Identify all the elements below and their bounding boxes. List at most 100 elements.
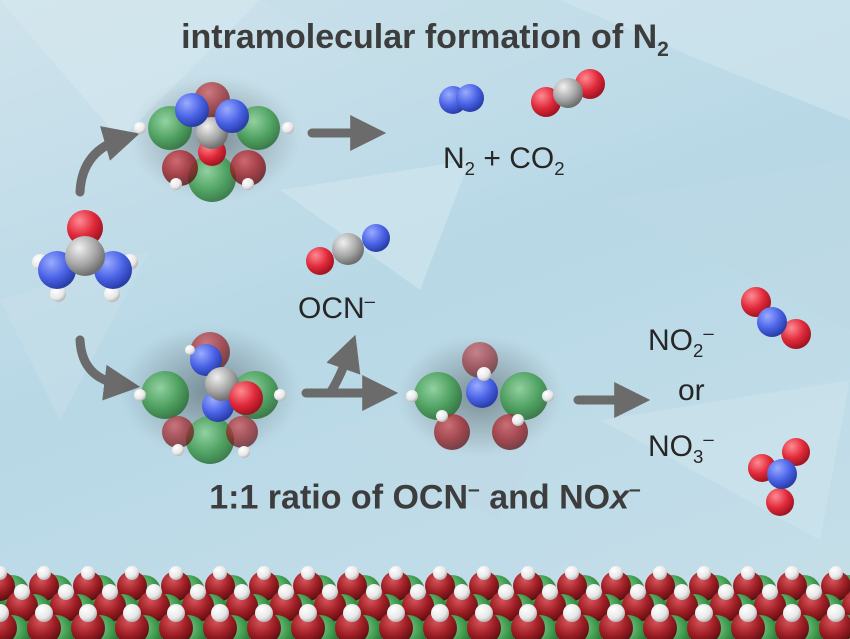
surface-oxygen	[29, 571, 59, 601]
surface-oxygen	[469, 571, 499, 601]
surface-hydrogen	[278, 584, 294, 600]
surface-oxygen	[6, 590, 38, 622]
surface-oxygen	[425, 571, 455, 601]
title-intramolecular-formation: intramolecular formation of N2	[181, 18, 669, 61]
surface-hydrogen	[257, 566, 271, 580]
surface-oxygen	[687, 611, 721, 639]
surface-oxygen	[622, 590, 654, 622]
surface-oxygen	[205, 571, 235, 601]
surface-hydrogen	[651, 604, 669, 622]
surface-oxygen	[50, 590, 82, 622]
surface-hydrogen	[674, 584, 690, 600]
title-ratio: 1:1 ratio of OCN– and NOx–	[209, 478, 641, 517]
surface-hydrogen	[301, 566, 315, 580]
surface-oxygen	[358, 590, 390, 622]
surface-hydrogen	[299, 604, 317, 622]
surface-hydrogen	[146, 584, 162, 600]
n2-molecule	[439, 84, 484, 114]
surface-hydrogen	[102, 584, 118, 600]
surface-oxygen	[643, 611, 677, 639]
surface-oxygen	[467, 611, 501, 639]
surface-oxygen	[775, 611, 809, 639]
no3-molecule	[748, 438, 810, 516]
surface-hydrogen	[475, 604, 493, 622]
surface-hydrogen	[653, 566, 667, 580]
surface-oxygen	[226, 590, 258, 622]
surface-oxygen	[381, 571, 411, 601]
surface-hydrogen	[123, 604, 141, 622]
surface-oxygen	[601, 571, 631, 601]
label-no2: NO2–	[648, 322, 714, 361]
surface-hydrogen	[477, 566, 491, 580]
bottom-adsorption-site	[120, 326, 300, 464]
surface-oxygen	[513, 571, 543, 601]
surface-hydrogen	[37, 566, 51, 580]
top-adsorption-site	[130, 76, 300, 202]
surface-hydrogen	[58, 584, 74, 600]
surface-hydrogen	[739, 604, 757, 622]
surface-oxygen	[490, 590, 522, 622]
surface-oxygen	[73, 571, 103, 601]
surface-hydrogen	[521, 566, 535, 580]
surface-oxygen	[115, 611, 149, 639]
surface-oxygen	[182, 590, 214, 622]
arrow-branch-to-ocn	[325, 334, 361, 398]
surface-oxygen	[710, 590, 742, 622]
surface-oxygen	[402, 590, 434, 622]
surface-hydrogen	[387, 604, 405, 622]
surface-oxygen	[27, 611, 61, 639]
surface-hydrogen	[519, 604, 537, 622]
nh-adsorption-site	[398, 336, 562, 456]
surface-oxygen	[117, 571, 147, 601]
surface-hydrogen	[697, 566, 711, 580]
surface-oxygen	[94, 590, 126, 622]
surface-hydrogen	[345, 566, 359, 580]
surface-oxygen	[71, 611, 105, 639]
surface-hydrogen	[389, 566, 403, 580]
surface-hydrogen	[741, 566, 755, 580]
surface-hydrogen	[343, 604, 361, 622]
surface-hydrogen	[167, 604, 185, 622]
surface-oxygen	[159, 611, 193, 639]
surface-hydrogen	[79, 604, 97, 622]
surface-oxygen	[423, 611, 457, 639]
surface-hydrogen	[498, 584, 514, 600]
label-ocn: OCN–	[298, 290, 376, 325]
surface-hydrogen	[454, 584, 470, 600]
surface-hydrogen	[785, 566, 799, 580]
surface-oxygen	[249, 571, 279, 601]
surface-oxygen	[534, 590, 566, 622]
surface-hydrogen	[410, 584, 426, 600]
surface-oxygen	[555, 611, 589, 639]
surface-hydrogen	[35, 604, 53, 622]
reaction-arrows	[75, 115, 651, 418]
surface-slab	[0, 566, 850, 639]
label-no3: NO3–	[648, 428, 714, 467]
surface-hydrogen	[542, 584, 558, 600]
surface-hydrogen	[433, 566, 447, 580]
surface-hydrogen	[0, 566, 7, 580]
surface-oxygen	[731, 611, 765, 639]
surface-oxygen	[798, 590, 830, 622]
surface-hydrogen	[125, 566, 139, 580]
surface-oxygen	[379, 611, 413, 639]
surface-hydrogen	[827, 604, 845, 622]
surface-hydrogen	[169, 566, 183, 580]
surface-hydrogen	[630, 584, 646, 600]
surface-oxygen	[754, 590, 786, 622]
urea-molecule	[32, 210, 138, 302]
surface-hydrogen	[255, 604, 273, 622]
surface-oxygen	[335, 611, 369, 639]
surface-hydrogen	[607, 604, 625, 622]
surface-oxygen	[777, 571, 807, 601]
surface-hydrogen	[806, 584, 822, 600]
arrow-urea-to-top-site	[75, 126, 140, 197]
surface-hydrogen	[0, 604, 9, 622]
surface-hydrogen	[762, 584, 778, 600]
surface-hydrogen	[565, 566, 579, 580]
surface-hydrogen	[783, 604, 801, 622]
label-or: or	[678, 374, 705, 407]
surface-hydrogen	[609, 566, 623, 580]
surface-oxygen	[599, 611, 633, 639]
surface-oxygen	[578, 590, 610, 622]
